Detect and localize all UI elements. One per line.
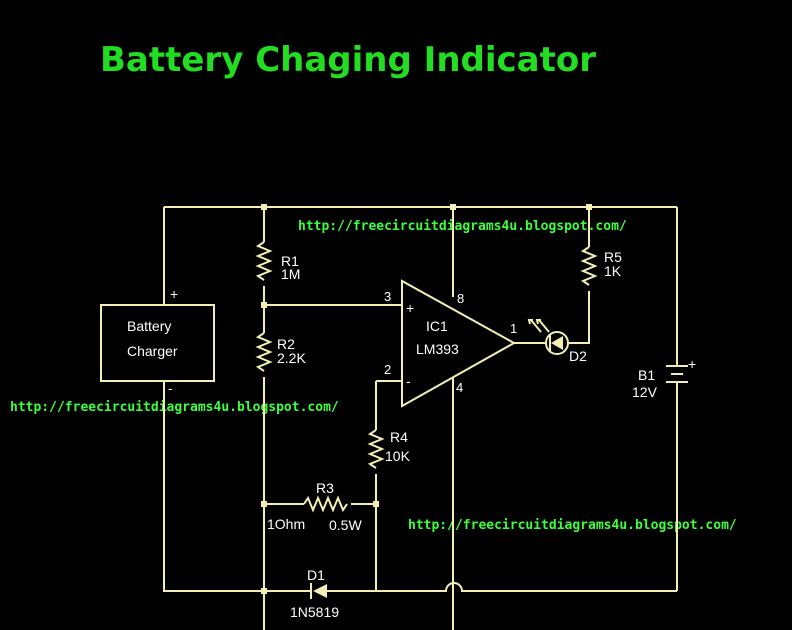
charger-minus-label: - <box>168 380 173 396</box>
junction-dot <box>450 204 456 210</box>
r3-value-left-label: 1Ohm <box>267 516 305 532</box>
junction-dot <box>261 588 267 594</box>
bottom-rail-wire <box>330 582 677 592</box>
r1-value-label: 1M <box>281 266 300 282</box>
ic1-part-label: LM393 <box>416 341 459 357</box>
ic1-plus-label: + <box>406 300 414 316</box>
r5-ref-label: R5 <box>604 249 622 265</box>
ic1-pin8-label: 8 <box>457 291 464 306</box>
junction-dot <box>261 204 267 210</box>
d2-led-ray-1 <box>535 319 550 333</box>
d2-ref-label: D2 <box>569 348 587 364</box>
r2-ref-label: R2 <box>277 336 295 352</box>
b1-value-label: 12V <box>632 384 658 400</box>
charger-plus-label: + <box>170 286 178 302</box>
ic1-pin3-label: 3 <box>384 289 391 304</box>
watermark-url-bottom: http://freecircuitdiagrams4u.blogspot.co… <box>408 518 737 533</box>
r3-ref-label: R3 <box>316 480 334 496</box>
ic1-ref-label: IC1 <box>426 318 448 334</box>
r1-resistor <box>255 241 273 281</box>
page-title: Battery Chaging Indicator <box>100 40 596 80</box>
r4-resistor <box>367 429 385 469</box>
charger-label-line1: Battery <box>127 318 171 334</box>
junction-dot <box>586 204 592 210</box>
r4-value-label: 10K <box>385 448 411 464</box>
ic1-minus-label: - <box>406 373 411 389</box>
watermark-url-top: http://freecircuitdiagrams4u.blogspot.co… <box>298 219 627 234</box>
b1-ref-label: B1 <box>638 367 655 383</box>
d2-r5-wire <box>568 291 590 344</box>
r3-value-right-label: 0.5W <box>329 517 362 533</box>
ic1-pin4-label: 4 <box>456 380 463 395</box>
watermark-url-left: http://freecircuitdiagrams4u.blogspot.co… <box>10 400 339 415</box>
d1-diode-triangle <box>313 584 327 598</box>
ic1-pin1-label: 1 <box>510 321 517 336</box>
r5-resistor <box>580 246 598 286</box>
ic1-comparator <box>401 279 517 408</box>
junction-dot <box>261 302 267 308</box>
r5-value-label: 1K <box>604 263 622 279</box>
battery-charger-box <box>100 304 215 382</box>
junction-dot <box>261 501 267 507</box>
r3-resistor <box>303 495 348 513</box>
d2-led-ray-2 <box>527 319 542 333</box>
d2-led-triangle <box>551 336 563 350</box>
r2-value-label: 2.2K <box>277 350 306 366</box>
d1-ref-label: D1 <box>307 567 325 583</box>
ic1-pin2-label: 2 <box>384 362 391 377</box>
r2-resistor <box>255 332 273 372</box>
r4-ref-label: R4 <box>390 429 408 445</box>
charger-negative-wire <box>163 381 300 592</box>
junction-dot <box>373 501 379 507</box>
charger-label-line2: Charger <box>127 343 178 359</box>
r1-ref-label: R1 <box>281 253 299 269</box>
b1-plus-label: + <box>688 356 696 372</box>
d1-part-label: 1N5819 <box>290 604 339 620</box>
